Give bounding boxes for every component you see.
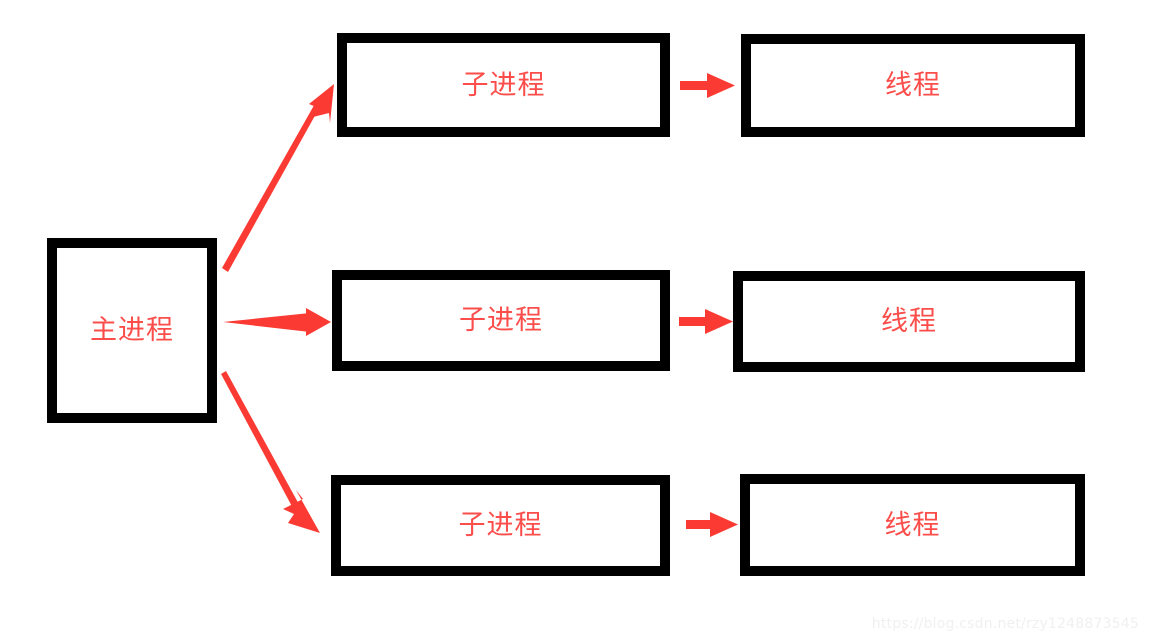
node-thread-3[interactable]: 线程 bbox=[740, 474, 1085, 576]
arrow-child-1-to-thread-1 bbox=[680, 73, 735, 98]
node-thread-1-label: 线程 bbox=[885, 70, 941, 101]
arrow-main-to-child-2 bbox=[223, 308, 331, 336]
node-child-process-1[interactable]: 子进程 bbox=[337, 33, 670, 137]
arrow-main-to-child-1 bbox=[222, 84, 334, 272]
node-main-process[interactable]: 主进程 bbox=[47, 238, 217, 423]
node-main-process-label: 主进程 bbox=[90, 315, 174, 346]
node-thread-3-label: 线程 bbox=[884, 509, 941, 541]
arrow-child-2-to-thread-2 bbox=[679, 309, 733, 334]
node-child-process-2-label: 子进程 bbox=[459, 305, 543, 336]
node-child-process-2[interactable]: 子进程 bbox=[332, 270, 670, 371]
node-child-process-3-label: 子进程 bbox=[458, 510, 543, 541]
node-child-process-3[interactable]: 子进程 bbox=[331, 475, 670, 576]
node-thread-1[interactable]: 线程 bbox=[741, 34, 1085, 137]
node-child-process-1-label: 子进程 bbox=[461, 69, 546, 101]
arrow-main-to-child-3 bbox=[221, 371, 320, 533]
watermark-text: https://blog.csdn.net/rzy1248873545 bbox=[871, 616, 1139, 632]
node-thread-2[interactable]: 线程 bbox=[733, 271, 1085, 372]
arrow-child-3-to-thread-3 bbox=[686, 512, 738, 537]
node-thread-2-label: 线程 bbox=[881, 306, 937, 337]
